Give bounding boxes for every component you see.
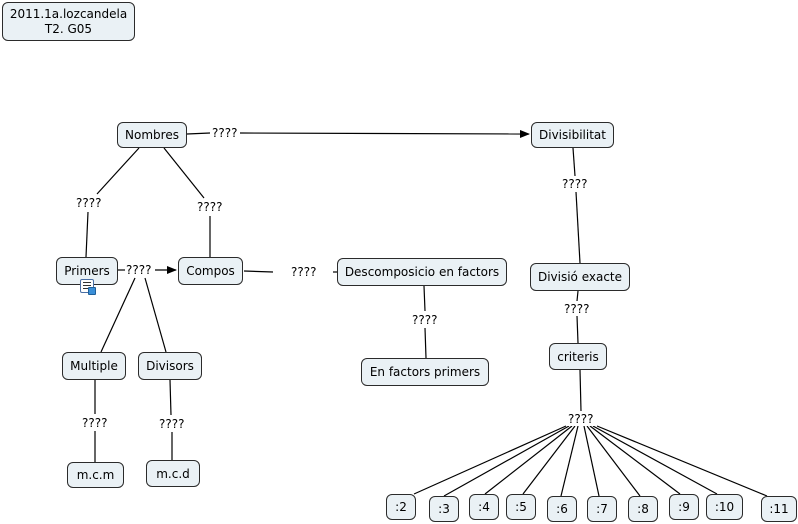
link-label[interactable]: ???? [290, 265, 318, 279]
link-label[interactable]: ???? [411, 313, 439, 327]
concept-div-10[interactable]: :10 [706, 494, 743, 520]
concept-divisibilitat[interactable]: Divisibilitat [531, 122, 614, 148]
link-label[interactable]: ???? [563, 302, 591, 316]
concept-descomposicio-en-factors[interactable]: Descomposicio en factors [337, 258, 507, 286]
link-label[interactable]: ???? [567, 412, 595, 426]
concept-en-factors-primers[interactable]: En factors primers [361, 358, 489, 386]
concept-divisors[interactable]: Divisors [138, 352, 202, 380]
link-label[interactable]: ???? [561, 177, 589, 191]
concept-div-7[interactable]: :7 [587, 496, 617, 522]
concept-divisio-exacte[interactable]: Divisió exacte [530, 263, 630, 291]
link-label[interactable]: ???? [125, 263, 153, 277]
link-label[interactable]: ???? [211, 126, 239, 140]
concept-div-3[interactable]: :3 [429, 496, 459, 522]
map-title-line1: 2011.1a.lozcandela [9, 6, 128, 21]
concept-div-5[interactable]: :5 [506, 494, 536, 520]
document-resource-icon[interactable] [80, 279, 96, 295]
concept-div-11[interactable]: :11 [761, 496, 797, 522]
concept-mcm[interactable]: m.c.m [67, 462, 124, 488]
concept-compos[interactable]: Compos [178, 257, 243, 285]
link-label[interactable]: ???? [158, 417, 186, 431]
concept-mcd[interactable]: m.c.d [146, 460, 200, 487]
link-label[interactable]: ???? [196, 200, 224, 214]
map-title-line2: T2. G05 [44, 21, 93, 36]
concept-criteris[interactable]: criteris [549, 343, 607, 370]
concept-nombres[interactable]: Nombres [117, 122, 187, 148]
link-label[interactable]: ???? [75, 196, 103, 210]
concept-div-4[interactable]: :4 [469, 494, 499, 520]
concept-div-2[interactable]: :2 [386, 494, 416, 520]
concept-div-9[interactable]: :9 [669, 494, 699, 520]
map-title-box: 2011.1a.lozcandela T2. G05 [2, 2, 135, 41]
concept-div-6[interactable]: :6 [547, 496, 577, 522]
concept-div-8[interactable]: :8 [628, 496, 658, 522]
link-label[interactable]: ???? [81, 416, 109, 430]
concept-multiple[interactable]: Multiple [62, 352, 126, 380]
